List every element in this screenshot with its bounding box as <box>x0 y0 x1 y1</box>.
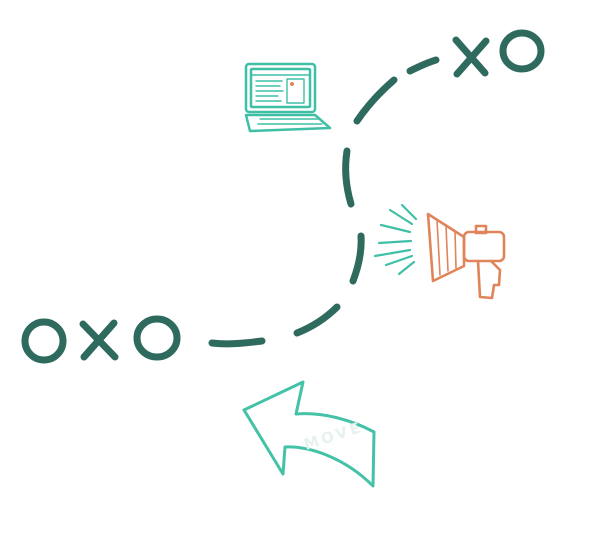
laptop-base <box>244 113 332 133</box>
path-dash-6 <box>406 56 440 75</box>
right-marks <box>452 29 545 78</box>
ray-6 <box>384 254 414 267</box>
megaphone-band-2 <box>445 225 449 272</box>
megaphone-body <box>462 230 506 263</box>
ray-2 <box>379 223 412 234</box>
megaphone-band-1 <box>436 219 441 276</box>
megaphone-rays <box>373 203 418 276</box>
path-dash-1 <box>208 337 266 348</box>
laptop-doc-dot <box>290 82 294 86</box>
laptop-icon <box>244 62 332 133</box>
left-x-stroke-2 <box>80 319 118 361</box>
left-marks: O <box>21 315 181 364</box>
right-o <box>499 29 545 73</box>
left-o-1 <box>21 318 67 364</box>
ray-3 <box>400 203 418 221</box>
laptop-screen-inner <box>249 67 312 109</box>
ray-7 <box>397 260 416 276</box>
megaphone-top-knob <box>474 224 488 235</box>
ray-5 <box>373 248 412 258</box>
laptop-doc <box>286 78 305 104</box>
laptop-screen <box>244 62 317 114</box>
megaphone-icon <box>426 212 506 300</box>
arrow-label: MOVE <box>302 418 366 454</box>
megaphone-band-3 <box>454 230 457 269</box>
dashed-path <box>208 56 440 348</box>
ray-4 <box>377 239 413 245</box>
ray-1 <box>388 208 414 226</box>
megaphone-handle <box>476 259 502 300</box>
right-x-stroke-2 <box>453 37 490 78</box>
path-dash-5 <box>353 76 398 125</box>
path-dash-4 <box>342 147 355 208</box>
path-dash-3 <box>349 232 365 285</box>
curved-arrow-outline <box>242 380 376 488</box>
path-dash-2 <box>293 303 341 337</box>
curved-arrow-icon: MOVE <box>242 380 376 488</box>
left-o-2 <box>133 315 181 361</box>
megaphone-bell <box>426 212 466 283</box>
